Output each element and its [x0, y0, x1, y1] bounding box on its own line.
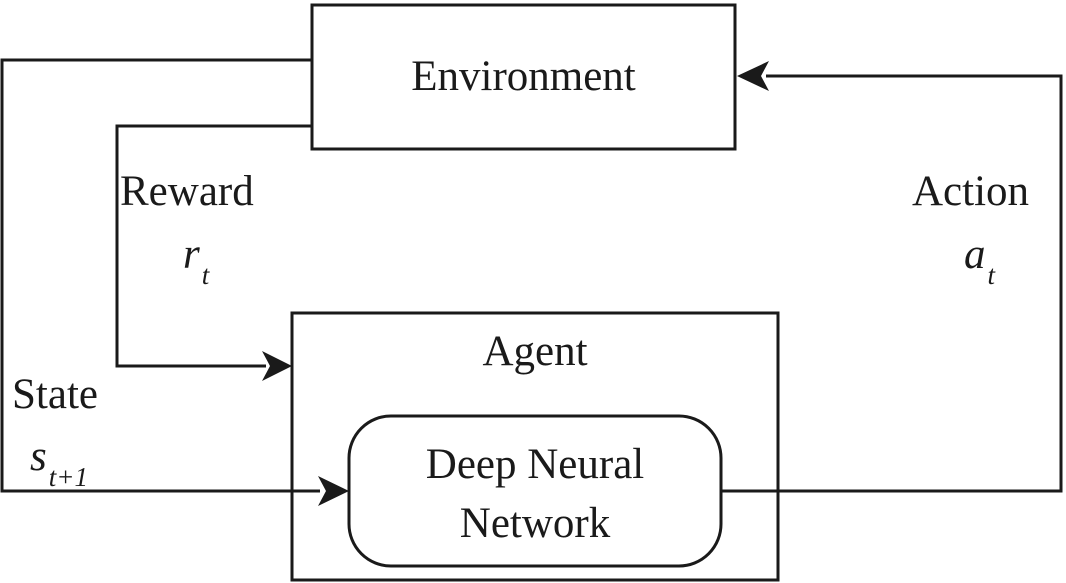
action-symbol-subscript: t: [987, 260, 996, 290]
reward-symbol-subscript: t: [201, 260, 210, 290]
action-arrow: [721, 74, 1063, 493]
state-arrowhead: [318, 476, 349, 506]
agent-label: Agent: [482, 328, 588, 375]
action-arrowhead: [737, 61, 769, 91]
state-symbol-subscript: t+1: [48, 462, 88, 492]
reward-arrowhead: [262, 351, 292, 381]
environment-label: Environment: [411, 53, 636, 100]
action-label: Action: [912, 168, 1030, 215]
environment-box: [310, 3, 737, 151]
network-label-line1: Deep Neural: [425, 441, 645, 488]
action-symbol: at: [964, 231, 995, 289]
state-symbol-base: s: [30, 433, 47, 480]
agent-box: [290, 311, 780, 582]
reward-arrow: [115, 124, 312, 368]
reward-symbol: rt: [183, 231, 209, 289]
action-symbol-base: a: [964, 231, 986, 278]
network-label-line2: Network: [459, 500, 611, 547]
state-symbol: st+1: [30, 433, 88, 491]
state-label: State: [12, 371, 98, 418]
state-arrow: [0, 58, 320, 493]
reward-symbol-base: r: [183, 231, 200, 278]
reward-label: Reward: [120, 168, 254, 215]
